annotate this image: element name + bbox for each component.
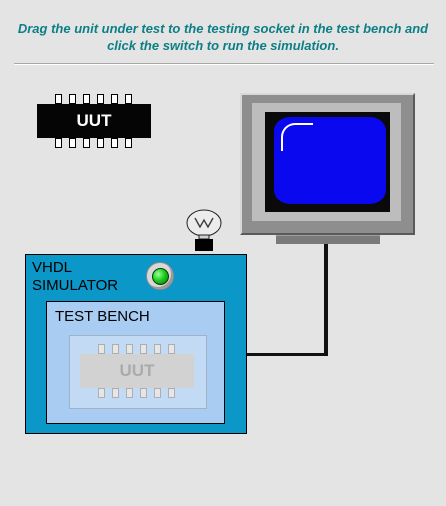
- simulator-label: VHDL SIMULATOR: [32, 259, 142, 295]
- screen-glare: [281, 123, 313, 151]
- simulator-label-line-1: VHDL: [32, 259, 73, 276]
- test-bench-label: TEST BENCH: [55, 308, 150, 325]
- cable-vertical: [324, 244, 328, 356]
- test-bench: TEST BENCH UUT: [46, 301, 225, 424]
- socket-uut-label: UUT: [119, 361, 155, 380]
- uut-chip-label: UUT: [76, 111, 112, 130]
- chip-pins-bottom: [55, 138, 135, 148]
- green-switch-icon: [152, 268, 169, 285]
- monitor-screen: [274, 117, 386, 204]
- vhdl-simulator: VHDL SIMULATOR TEST BENCH UUT: [25, 254, 247, 434]
- instructions: Drag the unit under test to the testing …: [10, 20, 436, 54]
- instructions-line-1: Drag the unit under test to the testing …: [17, 21, 429, 36]
- socket-pins-bottom: [98, 388, 178, 398]
- socket-pins-top: [98, 344, 178, 354]
- monitor-bezel: [252, 103, 401, 221]
- chip-pins-top: [55, 94, 135, 104]
- instructions-line-2: click the switch to run the simulation.: [107, 38, 339, 53]
- divider: [14, 63, 434, 65]
- testing-socket[interactable]: UUT: [69, 335, 207, 409]
- light-bulb-icon: [186, 209, 222, 251]
- screen-frame: [265, 112, 390, 212]
- socket-uut-placeholder: UUT: [80, 344, 194, 398]
- simulator-label-line-2: SIMULATOR: [32, 277, 119, 294]
- uut-chip[interactable]: UUT: [37, 94, 151, 148]
- monitor-icon: [240, 93, 415, 235]
- monitor-stand: [276, 235, 380, 244]
- cable-horizontal: [247, 353, 328, 356]
- run-switch-button[interactable]: [146, 262, 174, 290]
